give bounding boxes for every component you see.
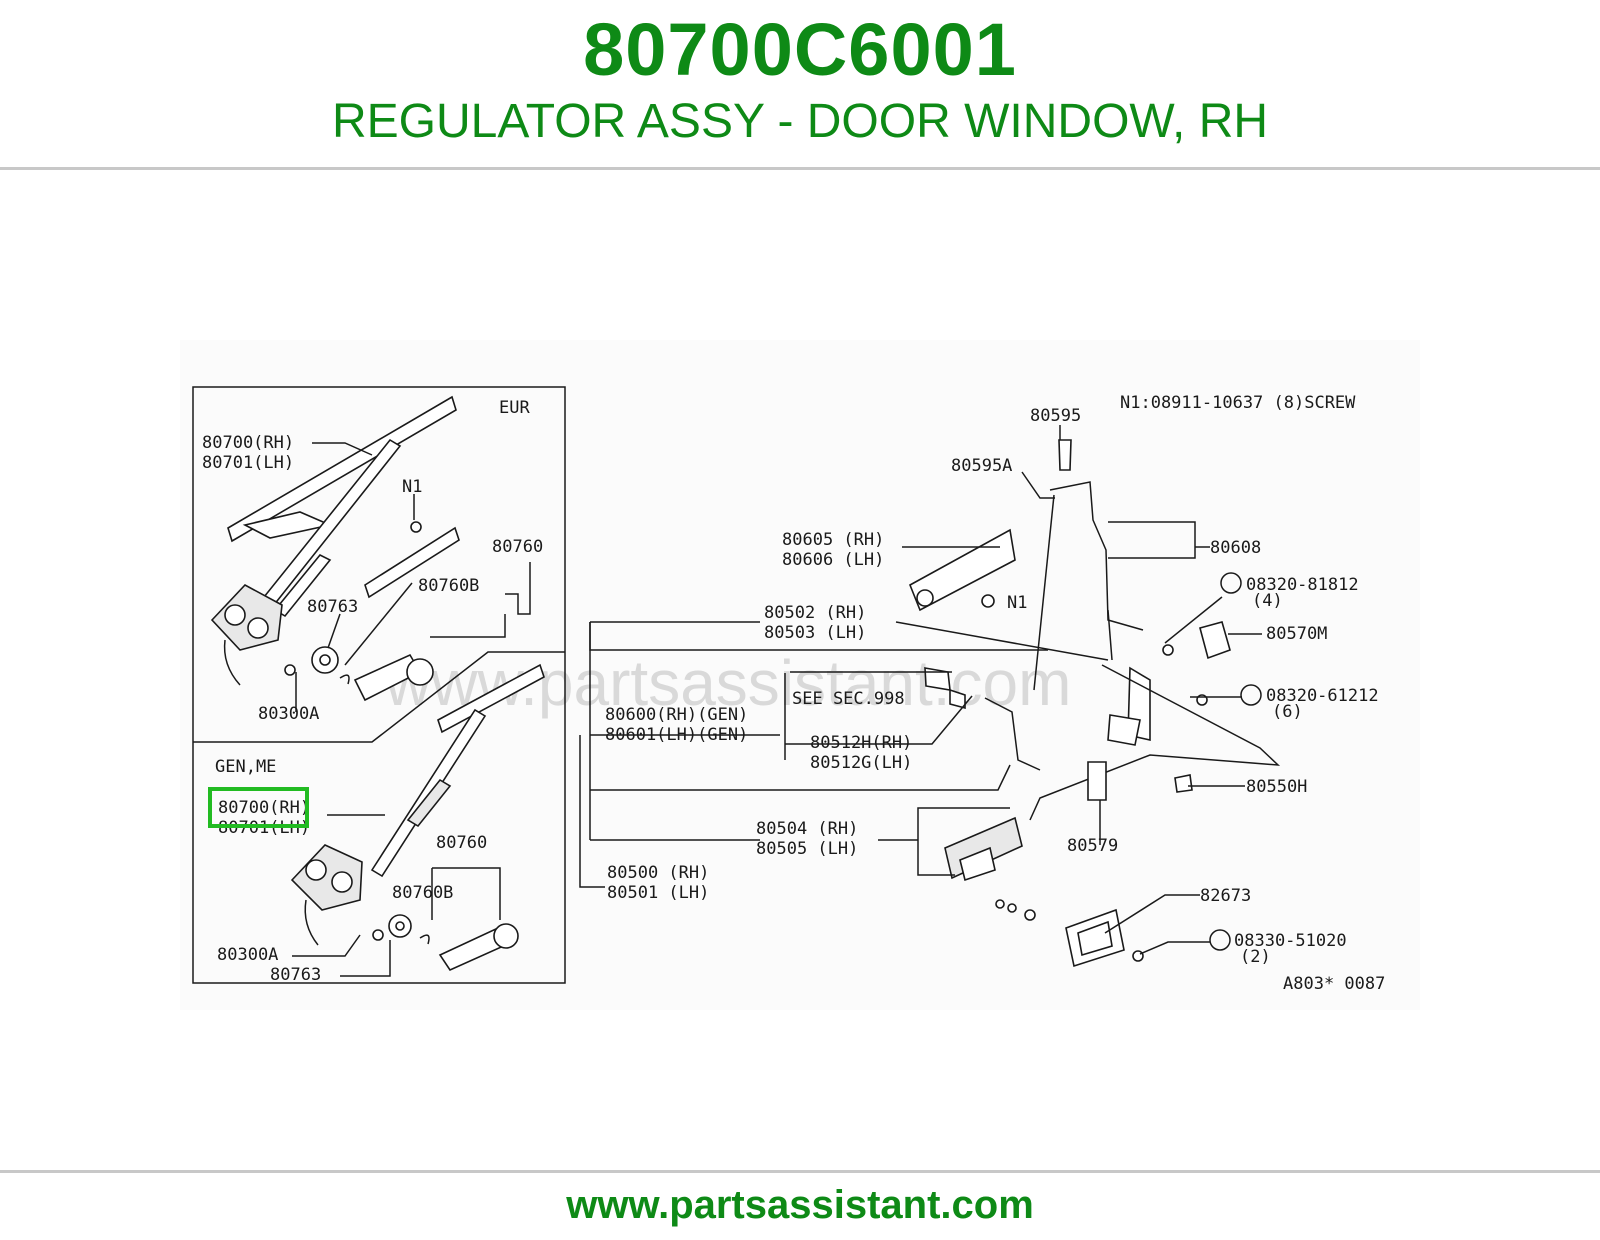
label-eur-80760: 80760 <box>492 537 543 557</box>
door-mechanism-drawing <box>908 439 1281 968</box>
label-80608: 80608 <box>1210 538 1261 558</box>
label-eur: EUR <box>499 398 530 418</box>
part-number-title: 80700C6001 <box>583 8 1017 91</box>
label-80570m: 80570M <box>1266 624 1327 644</box>
label-gen-80760b: 80760B <box>392 883 453 903</box>
label-08320-61212-qty: (6) <box>1272 702 1303 722</box>
label-80579: 80579 <box>1067 836 1118 856</box>
label-see-sec-998: SEE SEC.998 <box>792 689 905 709</box>
label-80600: 80600(RH)(GEN) <box>605 705 748 725</box>
label-gen-80760: 80760 <box>436 833 487 853</box>
label-80550h: 80550H <box>1246 777 1307 797</box>
footer-url[interactable]: www.partsassistant.com <box>566 1183 1034 1227</box>
label-eur-80700: 80700(RH) <box>202 433 294 453</box>
label-gen-80300a: 80300A <box>217 945 278 965</box>
label-80501: 80501 (LH) <box>607 883 709 903</box>
label-80500: 80500 (RH) <box>607 863 709 883</box>
footer-divider <box>0 1170 1600 1173</box>
label-eur-80760b: 80760B <box>418 576 479 596</box>
eur-regulator-drawing <box>210 395 460 702</box>
label-80504: 80504 (RH) <box>756 819 858 839</box>
label-eur-n1: N1 <box>402 477 422 497</box>
page-header: 80700C6001 REGULATOR ASSY - DOOR WINDOW,… <box>0 0 1600 170</box>
label-80595a: 80595A <box>951 456 1012 476</box>
label-80505: 80505 (LH) <box>756 839 858 859</box>
label-80601: 80601(LH)(GEN) <box>605 725 748 745</box>
leader-lines <box>292 425 1262 977</box>
inset-box <box>192 386 566 984</box>
label-80512g: 80512G(LH) <box>810 753 912 773</box>
label-08320-61212: 08320-61212 <box>1266 686 1379 706</box>
label-08320-81812-qty: (4) <box>1252 591 1283 611</box>
label-08330-51020-qty: (2) <box>1240 947 1271 967</box>
label-80606: 80606 (LH) <box>782 550 884 570</box>
label-80512h: 80512H(RH) <box>810 733 912 753</box>
header-divider <box>0 167 1600 170</box>
highlighted-part-box <box>208 787 309 828</box>
label-eur-80763: 80763 <box>307 597 358 617</box>
label-gen-80763: 80763 <box>270 965 321 985</box>
label-diagram-ref: A803* 0087 <box>1283 974 1385 994</box>
gen-regulator-drawing <box>290 663 545 972</box>
label-gen-80700: 80700(RH) <box>218 798 310 818</box>
label-80605: 80605 (RH) <box>782 530 884 550</box>
label-80595: 80595 <box>1030 406 1081 426</box>
label-gen-me: GEN,ME <box>215 757 276 777</box>
label-n1: N1 <box>1007 593 1027 613</box>
label-eur-80300a: 80300A <box>258 704 319 724</box>
label-screw-note: N1:08911-10637 (8)SCREW <box>1120 393 1356 413</box>
label-eur-80701: 80701(LH) <box>202 453 294 473</box>
part-description: REGULATOR ASSY - DOOR WINDOW, RH <box>331 95 1269 148</box>
label-80503: 80503 (LH) <box>764 623 866 643</box>
label-08330-51020: 08330-51020 <box>1234 931 1347 951</box>
label-82673: 82673 <box>1200 886 1251 906</box>
label-80502: 80502 (RH) <box>764 603 866 623</box>
label-08320-81812: 08320-81812 <box>1246 575 1359 595</box>
watermark-text: www.partsassistant.com <box>384 647 1071 719</box>
